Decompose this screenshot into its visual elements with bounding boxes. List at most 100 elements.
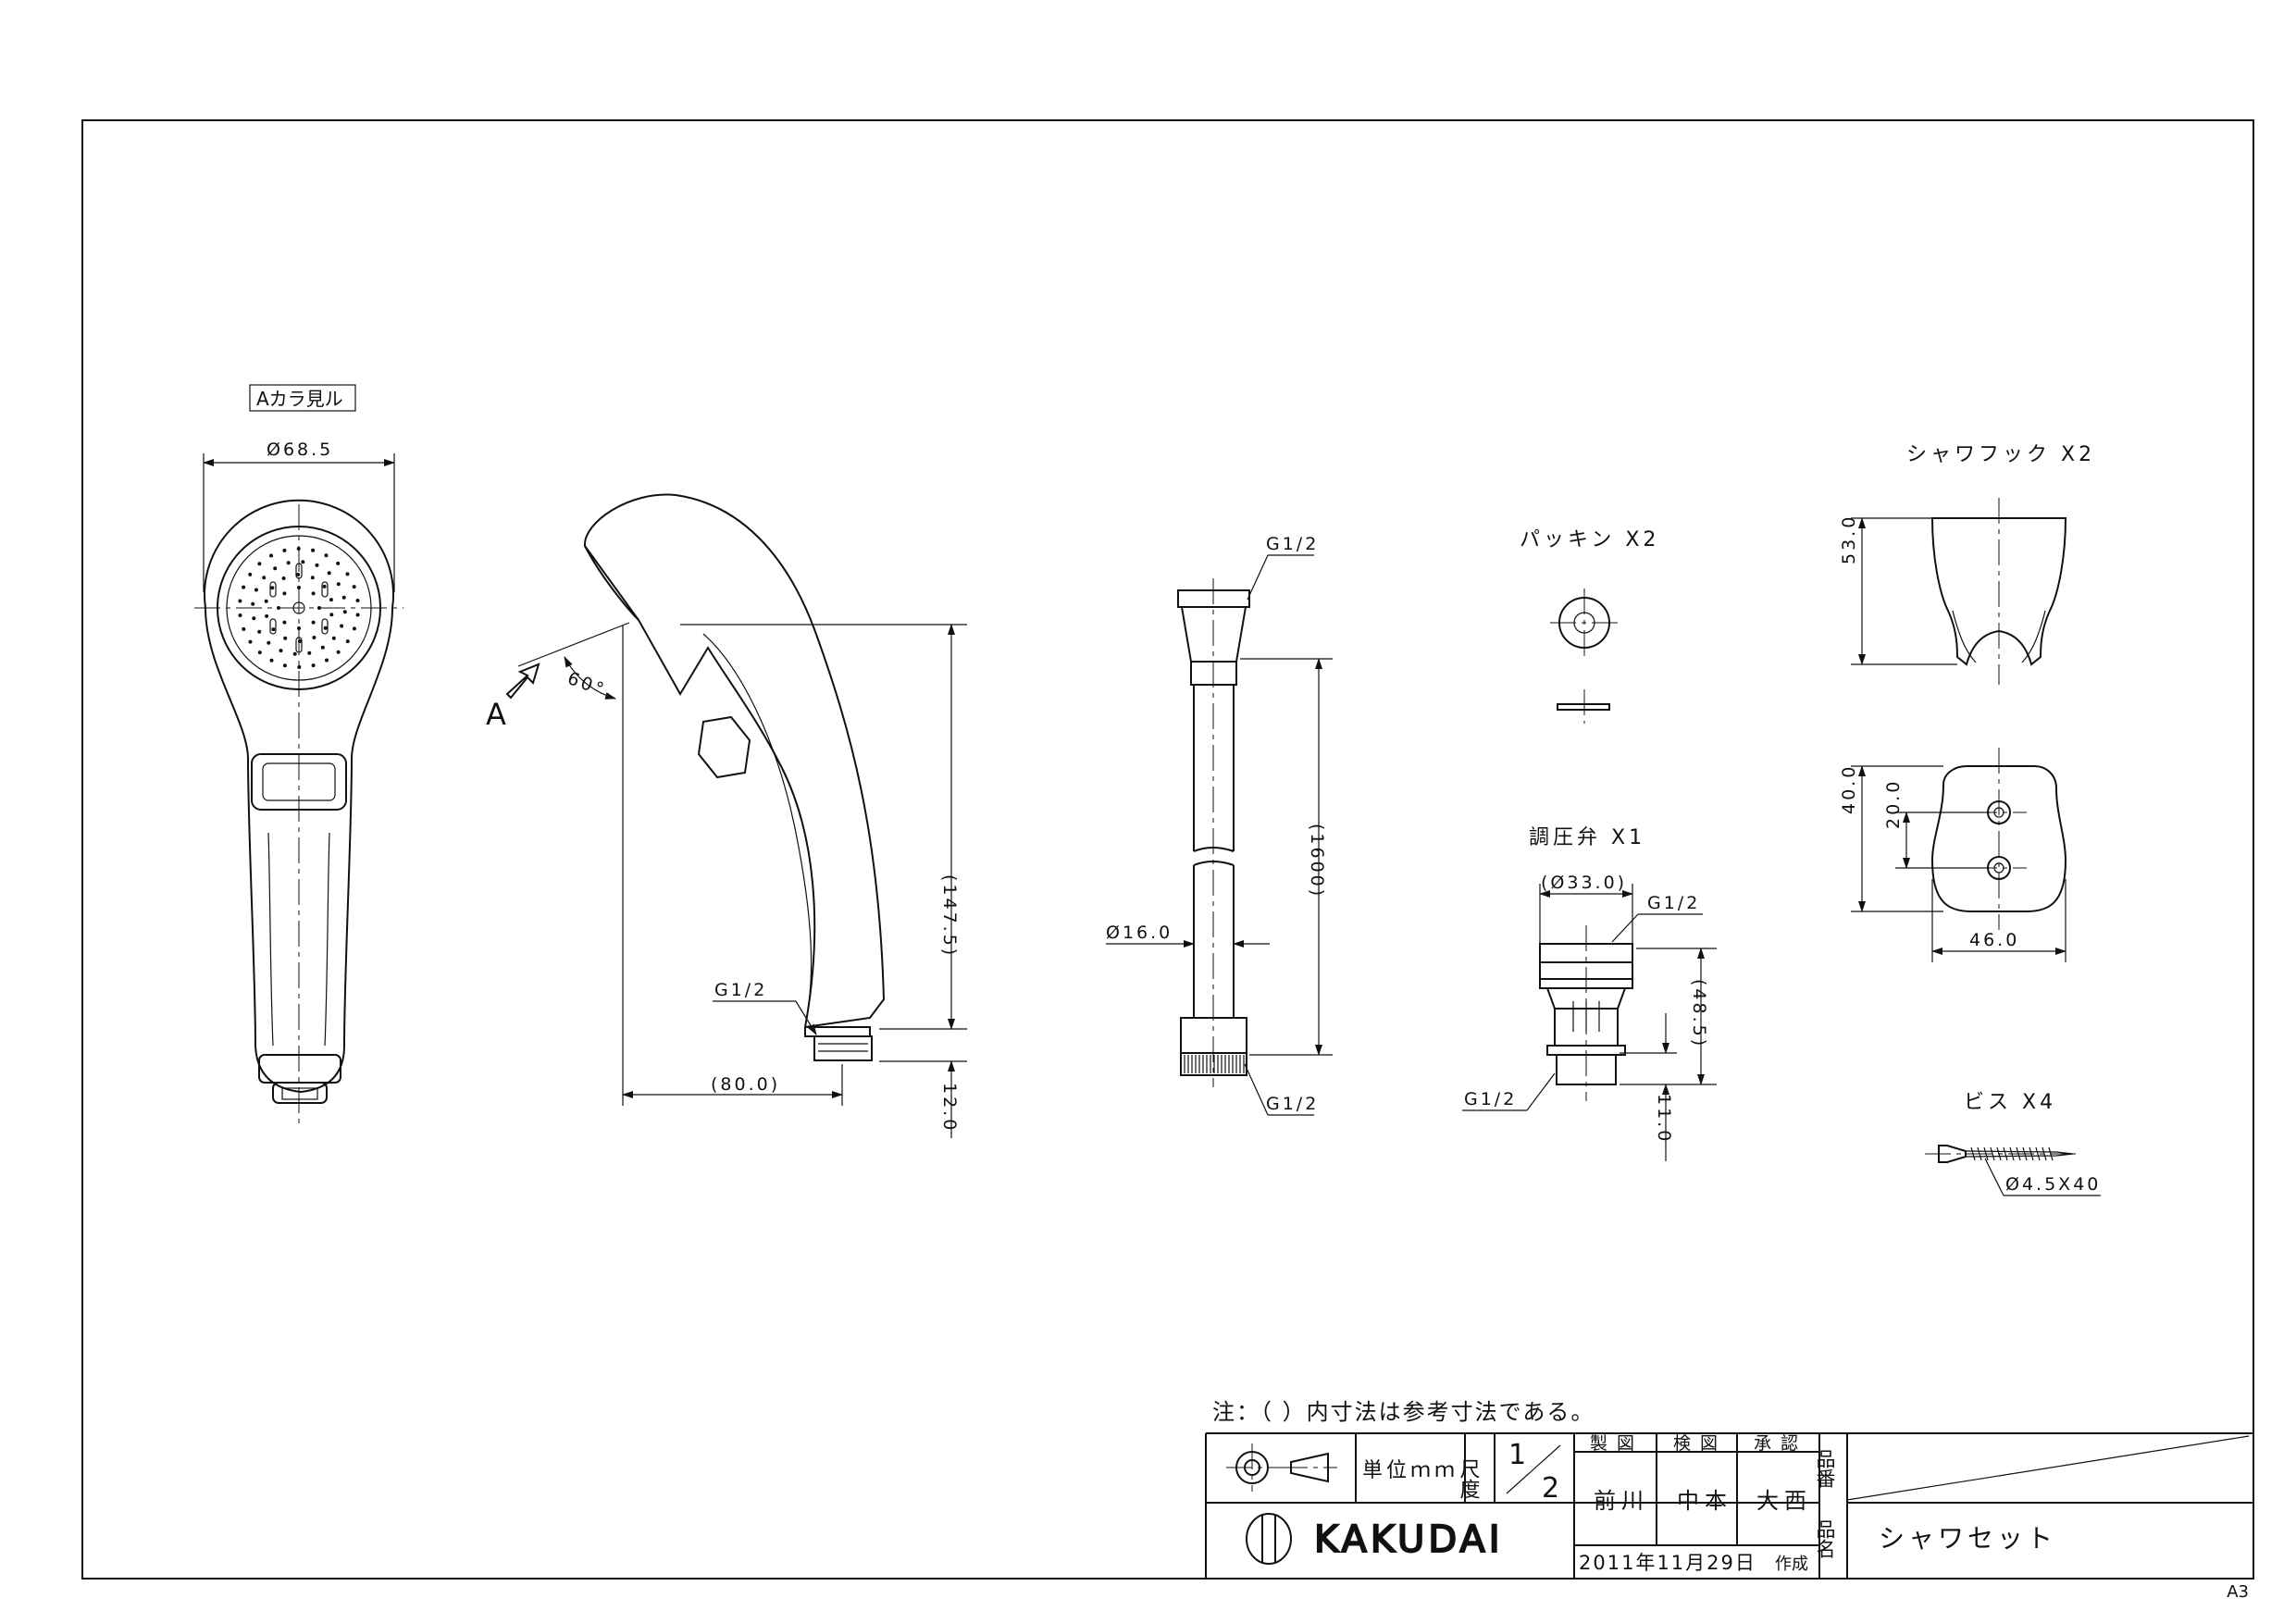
part-no-label: 品番	[1814, 1449, 1836, 1488]
nozzle-dot	[345, 572, 350, 576]
packing-title: パッキン X2	[1520, 528, 1659, 551]
nozzle-dot	[355, 599, 360, 602]
hose-diameter-dim: Ø16.0	[1106, 923, 1173, 943]
thread-line	[2003, 1146, 2008, 1161]
spray-slot	[321, 581, 329, 598]
nozzle-dot	[355, 613, 360, 617]
nozzle-dot	[323, 626, 328, 630]
nozzle-dot	[281, 576, 286, 580]
nozzle-dot	[257, 629, 262, 634]
nozzle-dot	[292, 651, 297, 656]
scale-numerator: 1	[1508, 1439, 1526, 1471]
shower-hook-view: シャワフック X2 53.0 40.0 20.0 46.0	[1839, 443, 2095, 962]
hook-width-dim: 46.0	[1969, 930, 2019, 950]
nozzle-dot	[248, 639, 253, 644]
hose-nut-knurl	[1184, 1055, 1245, 1073]
view-label: Aカラ見ル	[256, 388, 343, 410]
approved-label: 承 認	[1754, 1433, 1800, 1454]
hook-title: シャワフック X2	[1906, 443, 2095, 466]
nozzle-dot	[340, 624, 344, 628]
view-arrow-label: A	[486, 697, 506, 732]
nozzle-dot	[310, 576, 315, 580]
side-angle-dim: 60°	[565, 668, 609, 700]
regulator-diameter-dim: (Ø33.0)	[1541, 873, 1627, 893]
view-label-box	[249, 384, 356, 412]
unit-label: 単位ｍｍ	[1362, 1459, 1458, 1482]
nozzle-dot	[336, 582, 341, 587]
nozzle-dot	[269, 553, 273, 558]
checked-label: 検 図	[1673, 1433, 1719, 1454]
hook-height-dim: 53.0	[1839, 514, 1859, 564]
nozzle-dot	[271, 627, 276, 632]
front-diameter-dim: Ø68.5	[267, 440, 333, 460]
scale-denominator: 2	[1542, 1472, 1559, 1505]
nozzle-dot	[270, 586, 275, 590]
spray-slot	[269, 581, 277, 598]
nozzle-dot	[283, 636, 288, 640]
pressure-regulator-view: 調圧弁 X1 (Ø33.0) G1/2 G1/2 (48.5) 11.0	[1462, 826, 1717, 1161]
creation-label: 作成	[1775, 1555, 1808, 1574]
drawn-label: 製 図	[1590, 1433, 1636, 1454]
spray-slot	[269, 618, 277, 635]
thread-line	[2035, 1146, 2041, 1161]
screw-view: ビス X4 Ø4.5X40	[1925, 1091, 2101, 1196]
screw-title: ビス X4	[1964, 1091, 2056, 1114]
sheet-size-label: A3	[2227, 1582, 2249, 1602]
nozzle-dot	[329, 598, 333, 602]
hose-view: G1/2 G1/2 (1600) Ø16.0	[1106, 534, 1333, 1116]
nozzle-dot	[252, 616, 256, 621]
nozzle-dot	[262, 576, 267, 580]
nozzle-dot	[265, 613, 269, 618]
reference-note: 注：（ ）内寸法は参考寸法である。	[1212, 1399, 1595, 1425]
checked-by: 中本	[1677, 1488, 1732, 1514]
nozzle-dot	[238, 613, 242, 617]
nozzle-dot	[282, 620, 287, 625]
nozzle-dot	[352, 585, 356, 589]
part-name-label: 品名	[1814, 1519, 1836, 1558]
nozzle-dot	[257, 650, 262, 655]
packing-view: パッキン X2	[1520, 528, 1659, 724]
kakudai-logo: KAKUDAI	[1246, 1513, 1504, 1565]
nozzle-dot	[273, 566, 278, 571]
nozzle-dot	[327, 571, 331, 576]
nozzle-dot	[282, 591, 287, 596]
drawing-frame	[81, 119, 2254, 1580]
nozzle-dot	[242, 626, 246, 631]
hose-thread-bottom-label: G1/2	[1266, 1094, 1319, 1114]
nozzle-dot	[311, 620, 316, 625]
nozzle-dot	[341, 595, 346, 600]
nozzle-dot	[267, 640, 271, 645]
hose-thread-top-label: G1/2	[1266, 534, 1319, 554]
nozzle-dot	[352, 626, 356, 631]
nozzle-dot	[264, 599, 268, 603]
creation-date: 2011年11月29日	[1579, 1552, 1756, 1574]
regulator-thread-bottom-label: G1/2	[1464, 1089, 1517, 1109]
nozzle-dot	[248, 572, 253, 576]
nozzle-dot	[324, 553, 329, 558]
nozzle-dot	[320, 645, 325, 650]
drawn-by: 前川	[1594, 1488, 1649, 1514]
nozzle-dot	[336, 650, 341, 654]
nozzle-dot	[311, 591, 316, 596]
nozzle-dot	[301, 560, 305, 564]
approved-by: 大西	[1756, 1488, 1812, 1514]
nozzle-dot	[322, 584, 327, 588]
nozzle-dot	[325, 658, 329, 663]
regulator-thread-top-label: G1/2	[1647, 893, 1700, 913]
nozzle-dot	[345, 639, 350, 644]
regulator-height-dim: (48.5)	[1689, 979, 1709, 1048]
company-logo-text: KAKUDAI	[1314, 1518, 1504, 1561]
nozzle-dot	[269, 658, 274, 663]
nozzle-dot	[311, 548, 316, 552]
nozzle-dot	[297, 665, 302, 669]
nozzle-dot	[342, 610, 347, 614]
nozzle-dot	[307, 650, 312, 655]
nozzle-dot	[286, 561, 291, 565]
scale-label: 尺度	[1457, 1458, 1481, 1499]
nozzle-dot	[311, 663, 316, 668]
title-block: 注：（ ）内寸法は参考寸法である。 単位ｍｍ 尺度 1 2 製 図 検 図 承 …	[1205, 1399, 2253, 1579]
nozzle-dot	[282, 663, 287, 668]
side-width-dim: (80.0)	[711, 1074, 780, 1095]
side-thread-label: G1/2	[714, 980, 767, 1000]
nozzle-dot	[254, 588, 258, 592]
